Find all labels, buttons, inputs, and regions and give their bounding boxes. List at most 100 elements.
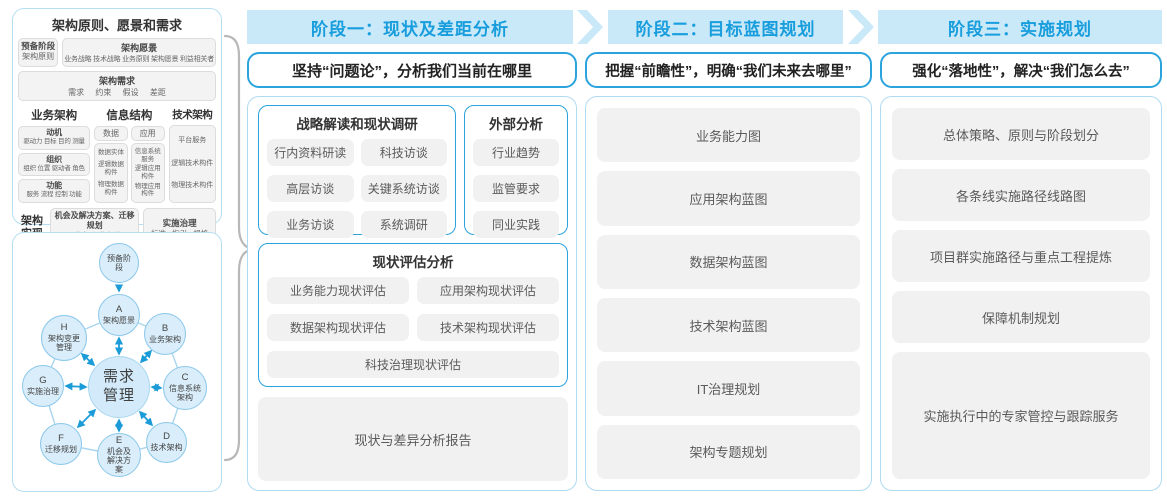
app-item: 信息系统服务 bbox=[134, 147, 161, 163]
phase1-container: 战略解读和现状调研 行内资料研读 科技访谈 高层访谈 关键系统访谈 业务访谈 系… bbox=[247, 96, 577, 491]
phase1-header: 阶段一：现状及差距分析 bbox=[311, 19, 509, 39]
vision-line: 业务战略 技术战略 业务原则 架构愿景 利益相关者 bbox=[64, 56, 214, 63]
node-label: 架构愿景 bbox=[103, 315, 135, 325]
data-subcolumn: 数据 数据实体 逻辑数据构件 物理数据构件 bbox=[94, 126, 128, 203]
function-title: 功能 bbox=[46, 181, 62, 191]
list-item: 监管要求 bbox=[473, 175, 559, 202]
node-letter: F bbox=[58, 432, 64, 444]
list-item: 数据架构蓝图 bbox=[597, 234, 860, 289]
phase3-subtitle: 强化“落地性”，解决“我们怎么去” bbox=[912, 63, 1130, 80]
requirement-line: 需求 约束 假设 差距 bbox=[68, 88, 166, 97]
app-sub-title: 应用 bbox=[130, 126, 165, 141]
list-item: 应用架构蓝图 bbox=[597, 171, 860, 226]
strategy-research-group: 战略解读和现状调研 行内资料研读 科技访谈 高层访谈 关键系统访谈 业务访谈 系… bbox=[258, 105, 456, 238]
architecture-requirement-box: 架构需求 需求 约束 假设 差距 bbox=[18, 71, 216, 101]
data-item: 物理数据构件 bbox=[98, 181, 125, 196]
chevron-right-icon bbox=[848, 10, 874, 44]
list-item: 科技治理现状评估 bbox=[267, 351, 559, 378]
app-item: 物理应用构件 bbox=[134, 182, 161, 198]
chevron-right-icon bbox=[577, 10, 603, 44]
phase2-header-band: 阶段二：目标蓝图规划 bbox=[608, 10, 843, 44]
information-structure-column: 信息结构 数据 数据实体 逻辑数据构件 物理数据构件 应用 信息系统服务 bbox=[94, 107, 165, 203]
business-col-title: 业务架构 bbox=[31, 110, 78, 122]
phase3-header: 阶段三：实施规划 bbox=[948, 19, 1092, 39]
list-item: 行业趋势 bbox=[473, 139, 559, 166]
prep-phase-title: 预备阶段 bbox=[21, 41, 56, 51]
info-col-title: 信息结构 bbox=[106, 110, 153, 122]
node-label: 实施治理 bbox=[27, 386, 59, 396]
tech-item: 逻辑技术构件 bbox=[171, 159, 214, 167]
tech-col-title: 技术架构 bbox=[172, 109, 213, 121]
node-f-migration-planning: F 迁移规划 bbox=[40, 423, 82, 465]
prep-phase-box: 预备阶段 架构原则 bbox=[18, 38, 59, 67]
node-prep-phase: 预备阶段 bbox=[99, 243, 139, 283]
function-box: 功能 服务 流程 控制 功能 bbox=[18, 179, 91, 204]
data-item: 逻辑数据构件 bbox=[98, 161, 125, 177]
center-label: 需求管理 bbox=[102, 368, 135, 404]
node-b-business-architecture: B 业务架构 bbox=[144, 313, 186, 355]
phase2-subtitle-box: 把握“前瞻性”，明确“我们未来去哪里” bbox=[585, 52, 872, 88]
current-state-assessment-group: 现状评估分析 业务能力现状评估 应用架构现状评估 数据架构现状评估 技术架构现状… bbox=[258, 243, 568, 387]
function-line: 服务 流程 控制 功能 bbox=[26, 191, 82, 199]
phase3-subtitle-box: 强化“落地性”，解决“我们怎么去” bbox=[880, 52, 1162, 88]
organization-title: 组织 bbox=[46, 154, 62, 164]
list-item: IT治理规划 bbox=[597, 361, 860, 416]
architecture-vision-box: 架构愿景 业务战略 技术战略 业务原则 架构愿景 利益相关者 bbox=[62, 38, 216, 67]
list-item: 各条线实施路径线路图 bbox=[892, 169, 1150, 221]
vision-title: 架构愿景 bbox=[121, 43, 158, 53]
tech-item: 平台服务 bbox=[178, 137, 207, 145]
app-item: 逻辑应用构件 bbox=[134, 165, 161, 180]
list-item: 业务能力现状评估 bbox=[267, 277, 409, 304]
node-c-information-system: C 信息系统架构 bbox=[163, 366, 207, 410]
list-item: 系统调研 bbox=[360, 211, 447, 238]
motivation-line: 驱动力 目标 目的 测量 bbox=[23, 138, 85, 145]
list-item: 技术架构蓝图 bbox=[597, 297, 860, 353]
node-label: 迁移规划 bbox=[45, 444, 77, 454]
panel-title: 架构原则、愿景和需求 bbox=[51, 18, 182, 33]
list-item: 关键系统访谈 bbox=[360, 175, 447, 202]
node-d-technical-architecture: D 技术架构 bbox=[146, 422, 187, 463]
group1-title: 战略解读和现状调研 bbox=[296, 117, 418, 132]
node-label: 技术架构 bbox=[150, 443, 183, 453]
node-e-opportunities-solutions: E 机会及解决方案 bbox=[97, 433, 141, 477]
gap-analysis-report-box: 现状与差异分析报告 bbox=[258, 397, 568, 481]
phase2-subtitle: 把握“前瞻性”，明确“我们未来去哪里” bbox=[605, 63, 852, 80]
node-letter: D bbox=[163, 431, 170, 443]
requirement-title: 架构需求 bbox=[98, 76, 135, 86]
prep-phase-line: 架构原则 bbox=[22, 52, 55, 62]
phase1-header-band: 阶段一：现状及差距分析 bbox=[247, 10, 573, 44]
node-letter: A bbox=[115, 303, 123, 315]
architecture-content-panel: 架构原则、愿景和需求 预备阶段 架构原则 架构愿景 业务战略 技术战略 业务原则… bbox=[12, 8, 222, 248]
data-sub-title: 数据 bbox=[94, 126, 128, 141]
node-a-architecture-vision: A 架构愿景 bbox=[98, 294, 140, 336]
governance-title: 实施治理 bbox=[162, 218, 197, 228]
data-item: 数据实体 bbox=[98, 149, 125, 157]
business-architecture-column: 业务架构 动机 驱动力 目标 目的 测量 组织 组织 位置 驱动者 角色 功能 … bbox=[18, 107, 91, 204]
double-arrow-icon bbox=[64, 336, 163, 433]
list-item: 保障机制规划 bbox=[892, 291, 1150, 343]
organization-box: 组织 组织 位置 驱动者 角色 bbox=[18, 152, 91, 177]
list-item: 业务访谈 bbox=[267, 211, 354, 238]
node-letter: E bbox=[115, 434, 123, 446]
list-item: 同业实践 bbox=[473, 211, 559, 238]
phase3-container: 总体策略、原则与阶段划分 各条线实施路径线路图 项目群实施路径与重点工程提炼 保… bbox=[880, 96, 1162, 491]
list-item: 业务能力图 bbox=[597, 108, 860, 163]
phase2-container: 业务能力图 应用架构蓝图 数据架构蓝图 技术架构蓝图 IT治理规划 架构专题规划 bbox=[585, 96, 872, 491]
list-item: 高层访谈 bbox=[267, 175, 354, 202]
list-item: 应用架构现状评估 bbox=[417, 277, 559, 304]
report-label: 现状与差异分析报告 bbox=[354, 432, 472, 448]
phase1-subtitle-box: 坚持“问题论”，分析我们当前在哪里 bbox=[247, 52, 577, 88]
phase2-header: 阶段二：目标蓝图规划 bbox=[635, 19, 816, 39]
list-item: 技术架构现状评估 bbox=[417, 314, 559, 341]
node-letter: B bbox=[161, 322, 169, 334]
node-h-change-management: H 架构变更管理 bbox=[41, 315, 87, 361]
external-analysis-group: 外部分析 行业趋势 监管要求 同业实践 bbox=[464, 105, 568, 238]
node-label: 业务架构 bbox=[149, 334, 181, 344]
node-letter: C bbox=[181, 372, 189, 384]
list-item: 科技访谈 bbox=[360, 139, 447, 166]
node-label: 架构变更管理 bbox=[48, 334, 80, 353]
opportunities-title: 机会及解决方案、迁移规划 bbox=[54, 211, 135, 230]
node-requirements-management: 需求管理 bbox=[88, 356, 150, 418]
technical-architecture-column: 技术架构 平台服务 逻辑技术构件 物理技术构件 bbox=[168, 107, 216, 203]
